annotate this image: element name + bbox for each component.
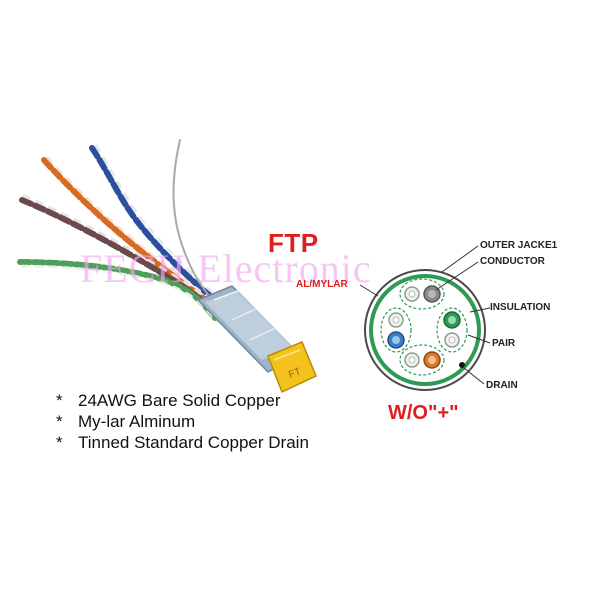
drain-wire <box>172 139 221 311</box>
feature-bullet: * <box>56 412 63 431</box>
outer-jacket <box>364 269 486 391</box>
feature-text: My-lar Alminum <box>78 412 196 431</box>
svg-text:FT: FT <box>287 366 302 381</box>
feature-bullet: * <box>56 391 63 410</box>
feature-text: Tinned Standard Copper Drain <box>78 433 309 452</box>
feature-list: * 24AWG Bare Solid Copper * My-lar Alminum… <box>56 390 309 453</box>
pair-bottom <box>399 344 445 376</box>
label-pair: PAIR <box>492 338 516 349</box>
feature-text: 24AWG Bare Solid Copper <box>78 391 281 410</box>
cable-wires <box>17 139 221 324</box>
label-outer-jacket: OUTER JACKE1 <box>480 240 558 251</box>
al-mylar-shield <box>369 274 481 386</box>
label-al-mylar: AL/MYLAR <box>296 279 348 290</box>
pair-left <box>380 307 412 353</box>
wire-blue-pair <box>89 145 218 303</box>
label-drain: DRAIN <box>486 380 518 391</box>
feature-item: * My-lar Alminum <box>56 411 309 432</box>
wire-brown-white <box>22 194 219 310</box>
wire-orange-white <box>46 156 218 305</box>
yellow-tape: FT <box>267 341 317 394</box>
foil-shield <box>196 285 302 373</box>
feature-bullet: * <box>56 433 63 452</box>
label-conductor: CONDUCTOR <box>480 256 545 267</box>
wire-blue-white <box>94 144 221 300</box>
watermark: FECH Electronic <box>80 246 372 291</box>
pair-right <box>436 307 468 353</box>
leader-lines <box>359 245 491 385</box>
drain-dot <box>459 362 465 368</box>
cross-section <box>364 269 486 391</box>
wo-plus-label: W/O"+" <box>388 402 459 424</box>
label-insulation: INSULATION <box>490 302 551 313</box>
feature-item: * Tinned Standard Copper Drain <box>56 432 309 453</box>
diagram-title: FTP <box>268 228 319 258</box>
feature-item: * 24AWG Bare Solid Copper <box>56 390 309 411</box>
